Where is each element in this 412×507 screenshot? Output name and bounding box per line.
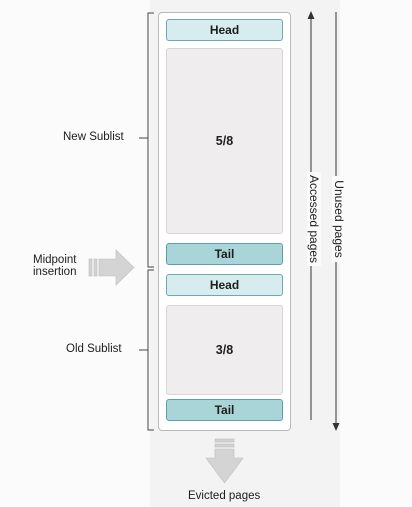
old-sublist-brace [139,269,154,431]
old-sublist-head-label: Head [209,278,240,292]
unused-pages-label: Unused pages [332,176,346,262]
old-sublist-block: 3/8 [166,305,283,395]
accessed-pages-label: Accessed pages [307,172,321,266]
midpoint-insertion-arrow [88,249,135,286]
new-sublist-tail: Tail [166,243,283,265]
evicted-pages-arrow [205,438,244,484]
old-sublist-head: Head [166,274,283,296]
new-sublist-tail-label: Tail [214,247,235,261]
evicted-pages-label: Evicted pages [188,490,261,502]
new-sublist-fraction: 5/8 [215,134,234,148]
old-sublist-tail: Tail [166,399,283,421]
old-sublist-label: Old Sublist [66,343,122,355]
new-sublist-head-label: Head [209,23,240,37]
new-sublist-block: 5/8 [166,48,283,234]
old-sublist-fraction: 3/8 [215,343,234,357]
new-sublist-brace [139,12,154,268]
unused-pages-arrowhead [332,423,340,431]
new-sublist-label: New Sublist [63,131,124,143]
new-sublist-head: Head [166,19,283,41]
midpoint-insertion-label: Midpoint insertion [33,254,77,278]
accessed-pages-arrowhead [307,11,315,19]
old-sublist-tail-label: Tail [214,403,235,417]
